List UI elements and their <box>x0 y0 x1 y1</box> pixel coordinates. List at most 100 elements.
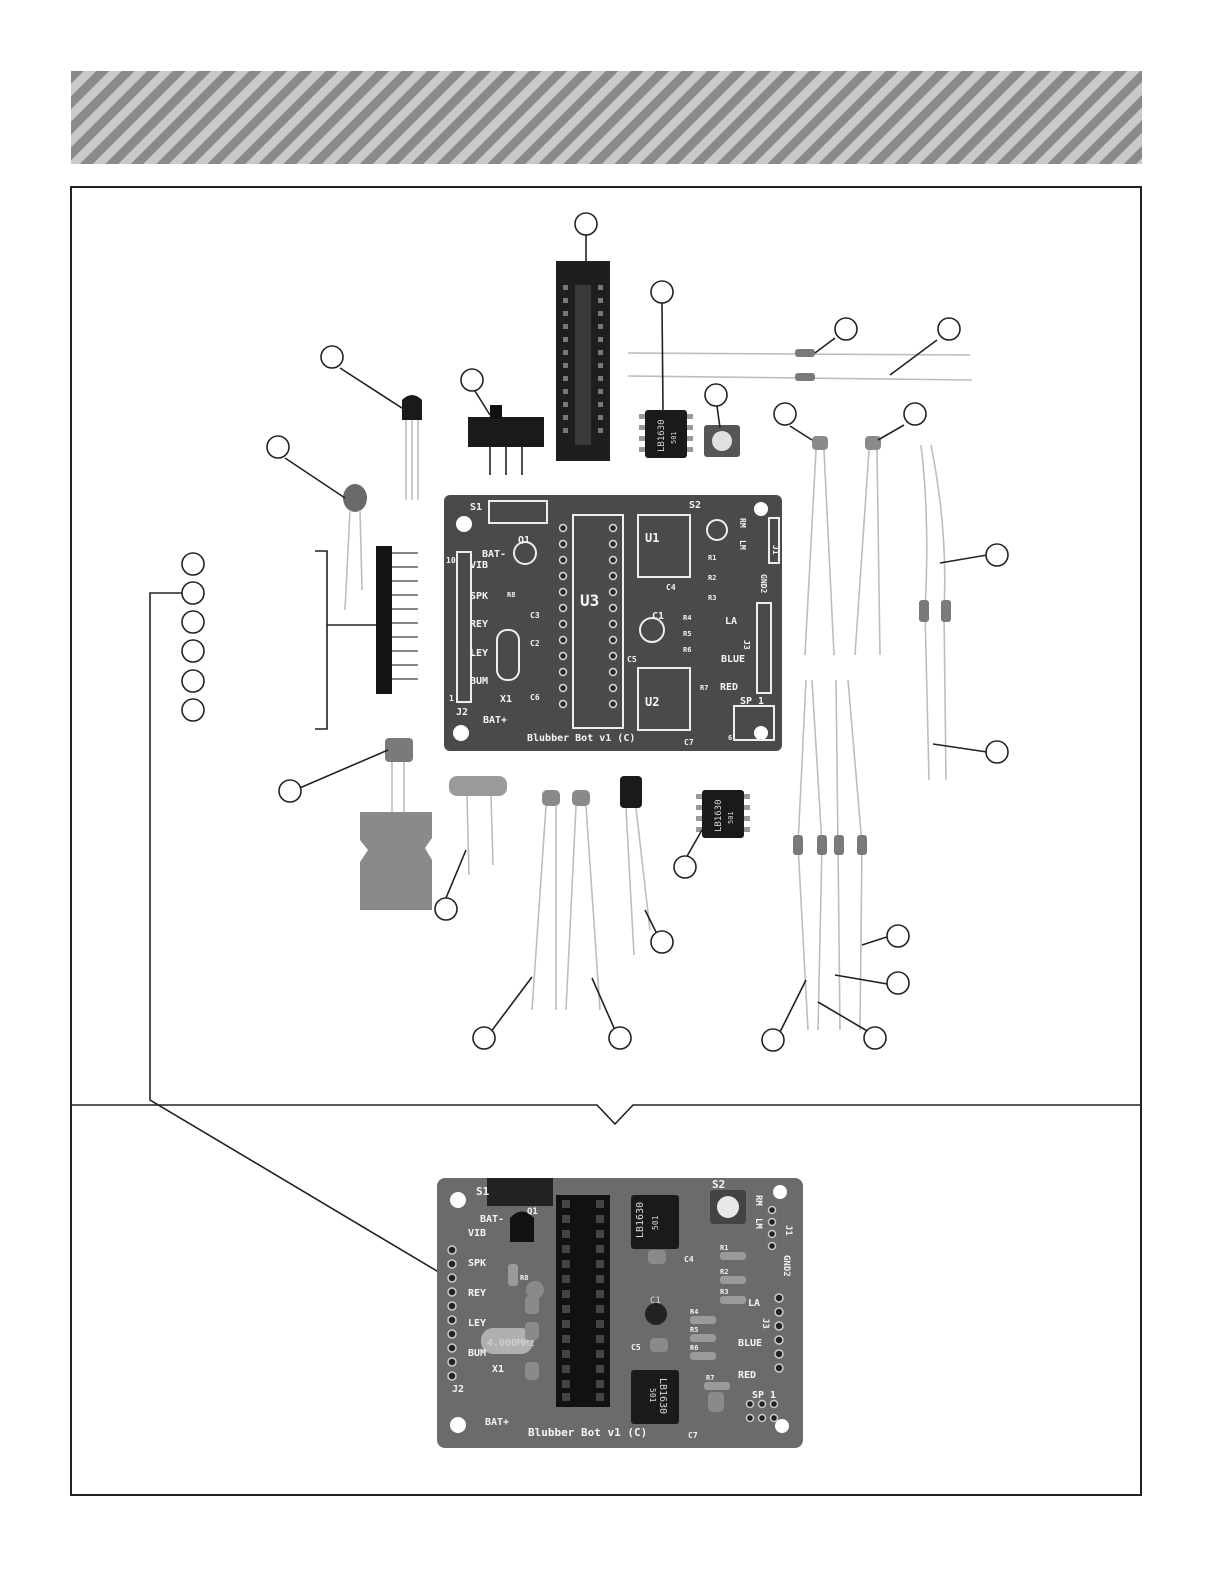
silk-lm: LM <box>738 540 747 550</box>
resistor-long-pair <box>627 349 973 381</box>
resistor-vertical-pair <box>919 444 951 781</box>
silk-pin6: 6 <box>728 734 732 742</box>
silk-gnd2: GND2 <box>759 574 768 593</box>
header-banner <box>71 71 1142 164</box>
assembled-silk-q1: Q1 <box>527 1207 538 1217</box>
assembled-silk-rm: RM <box>753 1195 763 1206</box>
assembled-silk-rey: REY <box>468 1288 486 1299</box>
silk-r7: R7 <box>700 684 708 692</box>
pin-header-10 <box>376 546 418 694</box>
section-divider <box>71 1104 1140 1126</box>
ceramic-capacitors-top <box>804 436 881 656</box>
silk-q1: Q1 <box>518 535 530 546</box>
assembled-silk-la: LA <box>748 1298 760 1309</box>
assembled-silk-s1: S1 <box>476 1185 490 1198</box>
led <box>343 484 367 611</box>
push-button <box>704 425 740 457</box>
silk-r3: R3 <box>708 594 716 602</box>
assembled-silk-c5: C5 <box>631 1343 641 1352</box>
silk-rm: RM <box>738 518 747 528</box>
transistor <box>402 395 422 500</box>
callout-leaders <box>149 235 988 1281</box>
silk-board-name: Blubber Bot v1 (C) <box>527 733 635 744</box>
silk-u1: U1 <box>645 531 659 545</box>
ceramic-capacitors-bottom <box>531 790 601 1011</box>
silk-c3: C3 <box>530 611 540 620</box>
assembled-cap-c1: C1 <box>650 1296 661 1306</box>
chip-code-2: 501 <box>727 811 735 824</box>
silk-bat-minus: BAT- <box>482 549 506 560</box>
silk-r5: R5 <box>683 630 691 638</box>
assembled-silk-r2: R2 <box>720 1268 728 1276</box>
assembled-silk-x1: X1 <box>492 1364 504 1375</box>
silk-rey: REY <box>470 619 488 630</box>
assembled-silk-bat-minus: BAT- <box>480 1214 504 1225</box>
crystal-oscillator <box>449 776 507 876</box>
assembled-silk-r1: R1 <box>720 1244 728 1252</box>
silk-r4: R4 <box>683 614 691 622</box>
assembled-silk-red: RED <box>738 1370 756 1381</box>
assembled-silk-spk: SPK <box>468 1258 486 1269</box>
assembled-silk-gnd2: GND2 <box>781 1255 791 1277</box>
silk-r1: R1 <box>708 554 716 562</box>
assembled-silk-r7: R7 <box>706 1374 714 1382</box>
electrolytic-capacitor <box>620 776 651 956</box>
silk-r6: R6 <box>683 646 691 654</box>
silk-blue: BLUE <box>721 654 745 665</box>
assembled-chip-code-2: 501 <box>648 1388 657 1403</box>
silk-x1: X1 <box>500 694 512 705</box>
silk-s2: S2 <box>689 500 701 511</box>
chip-marking-1: LB1630 <box>657 419 667 452</box>
assembled-silk-ley: LEY <box>468 1318 486 1329</box>
silk-bum: BUM <box>470 676 488 687</box>
pcb-board-assembled: LB1630 501 LB1630 501 4.000MHz C1 <box>437 1178 803 1448</box>
silk-j1: J1 <box>771 545 780 555</box>
motor-driver-chip-2: LB1630 501 <box>696 790 750 838</box>
silk-bat-plus: BAT+ <box>483 715 507 726</box>
silk-c5: C5 <box>627 655 637 664</box>
silk-c7: C7 <box>684 738 694 747</box>
callout-circles <box>181 212 1009 1052</box>
silk-j2: J2 <box>456 707 468 718</box>
assembled-silk-c4: C4 <box>684 1255 694 1264</box>
vibration-sensor <box>360 738 432 910</box>
silk-r8: R8 <box>507 591 515 599</box>
silk-ley: LEY <box>470 648 488 659</box>
assembled-silk-r6: R6 <box>690 1344 698 1352</box>
ic-socket-28pin <box>556 261 610 461</box>
chip-marking-2: LB1630 <box>714 799 724 832</box>
pcb-board-bare: S1 S2 Q1 U1 U2 U3 C1 C2 C3 C4 C5 C6 C7 X… <box>444 495 782 751</box>
diagram-frame <box>70 186 1142 1496</box>
assembled-silk-board-name: Blubber Bot v1 (C) <box>528 1426 647 1439</box>
silk-u3: U3 <box>580 591 599 610</box>
assembled-silk-j3: J3 <box>760 1318 770 1329</box>
silk-c4: C4 <box>666 583 676 592</box>
assembled-silk-blue: BLUE <box>738 1338 762 1349</box>
crystal-marking: 4.000MHz <box>487 1338 535 1349</box>
silk-vib: VIB <box>470 560 488 571</box>
silk-spk: SPK <box>470 591 488 602</box>
assembled-silk-c7: C7 <box>688 1431 698 1440</box>
silk-c6: C6 <box>530 693 540 702</box>
assembled-chip-code-1: 501 <box>651 1215 660 1230</box>
assembled-silk-r4: R4 <box>690 1308 698 1316</box>
assembled-silk-j1: J1 <box>783 1225 793 1236</box>
silk-r2: R2 <box>708 574 716 582</box>
assembled-silk-bat-plus: BAT+ <box>485 1417 509 1428</box>
silk-c2: C2 <box>530 639 540 648</box>
assembled-silk-s2: S2 <box>712 1178 725 1191</box>
assembled-silk-r5: R5 <box>690 1326 698 1334</box>
assembled-silk-sp1: SP 1 <box>752 1390 776 1401</box>
silk-red: RED <box>720 682 738 693</box>
silk-j3: J3 <box>742 640 751 650</box>
assembled-chip-marking-1: LB1630 <box>635 1202 646 1238</box>
assembled-silk-vib: VIB <box>468 1228 486 1239</box>
assembled-silk-j2: J2 <box>452 1384 464 1395</box>
assembled-silk-lm: LM <box>753 1218 763 1229</box>
silk-la: LA <box>725 616 737 627</box>
assembled-silk-bum: BUM <box>468 1348 486 1359</box>
chip-code-1: 501 <box>670 431 678 444</box>
slide-switch <box>468 405 544 475</box>
assembled-silk-r3: R3 <box>720 1288 728 1296</box>
